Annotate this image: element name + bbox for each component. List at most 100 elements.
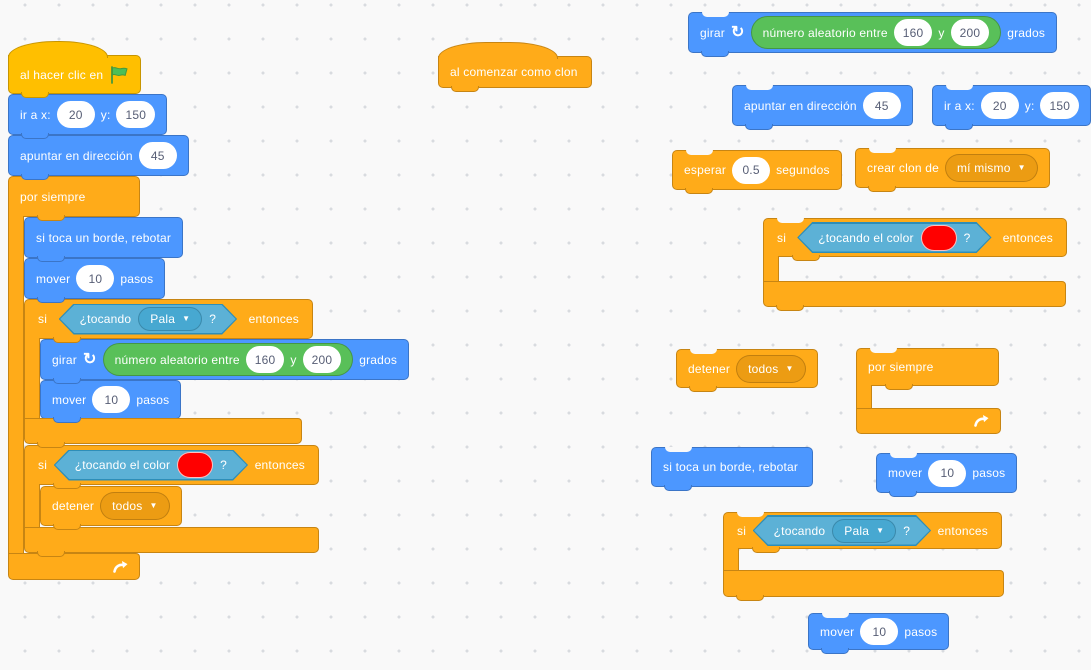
block-label: entonces xyxy=(248,312,299,326)
if-spine xyxy=(723,548,739,571)
input-random-from[interactable]: 160 xyxy=(245,346,285,373)
input-steps[interactable]: 10 xyxy=(860,618,899,645)
input-direction[interactable]: 45 xyxy=(862,92,901,119)
block-label: mover xyxy=(820,624,855,639)
input-random-to[interactable]: 200 xyxy=(950,19,990,46)
block-point-in-direction[interactable]: apuntar en dirección 45 xyxy=(8,135,189,180)
block-label: ? xyxy=(963,230,971,245)
input-wait[interactable]: 0.5 xyxy=(732,156,771,184)
block-if-on-edge-bounce[interactable]: si toca un borde, rebotar xyxy=(651,447,813,491)
boolean-touching-color[interactable]: ¿tocando el color ? xyxy=(54,450,248,481)
block-move-steps[interactable]: mover 10 pasos xyxy=(24,258,166,303)
dropdown-touching-target[interactable]: Pala ▼ xyxy=(832,518,897,543)
block-start-as-clone[interactable]: al comenzar como clon xyxy=(438,42,592,92)
block-if-touching-sprite[interactable]: si ¿tocando Pala ▼ ? entonces xyxy=(24,299,313,343)
forever-spine xyxy=(8,216,24,554)
block-label: crear clon de xyxy=(867,161,939,175)
block-label: ir a x: xyxy=(20,107,51,122)
block-label: apuntar en dirección xyxy=(20,148,133,163)
block-label: al hacer clic en xyxy=(20,67,104,82)
if-footer[interactable] xyxy=(723,570,1004,601)
dropdown-stop-option[interactable]: todos ▼ xyxy=(736,354,806,383)
input-random-from[interactable]: 160 xyxy=(893,19,933,46)
input-y[interactable]: 150 xyxy=(1040,92,1080,119)
input-y[interactable]: 150 xyxy=(116,101,156,128)
block-label: si xyxy=(38,458,48,472)
input-random-to[interactable]: 200 xyxy=(302,346,342,373)
loop-arrow-icon xyxy=(973,414,990,429)
block-label: segundos xyxy=(776,163,830,177)
dropdown-value: Pala xyxy=(844,523,870,538)
block-label: esperar xyxy=(684,163,727,177)
block-stop[interactable]: detener todos ▼ xyxy=(40,486,182,530)
block-label: al comenzar como clon xyxy=(450,65,578,79)
block-if-touching-color[interactable]: si ¿tocando el color ? entonces xyxy=(763,218,1067,261)
dropdown-value: Pala xyxy=(150,312,176,326)
if-spine xyxy=(24,338,40,419)
dropdown-stop-option[interactable]: todos ▼ xyxy=(100,492,170,520)
block-when-flag-clicked[interactable]: al hacer clic en xyxy=(7,41,142,98)
block-label: pasos xyxy=(136,392,170,407)
block-point-in-direction[interactable]: apuntar en dirección 45 xyxy=(732,85,913,130)
block-label: ¿tocando el color xyxy=(818,230,914,245)
color-swatch[interactable] xyxy=(920,224,957,251)
input-direction[interactable]: 45 xyxy=(138,142,177,169)
color-swatch[interactable] xyxy=(177,452,214,478)
block-move-steps[interactable]: mover 10 pasos xyxy=(808,613,950,654)
block-turn-random-degrees[interactable]: girar ↻ número aleatorio entre 160 y 200… xyxy=(40,339,410,384)
block-forever[interactable]: por siempre xyxy=(8,176,140,221)
block-random-between[interactable]: número aleatorio entre 160 y 200 xyxy=(750,16,1002,49)
block-random-between[interactable]: número aleatorio entre 160 y 200 xyxy=(102,343,354,376)
forever-footer[interactable] xyxy=(856,408,1001,434)
if-spine xyxy=(763,256,779,282)
boolean-touching-color[interactable]: ¿tocando el color ? xyxy=(797,222,991,253)
block-label: grados xyxy=(359,352,398,367)
block-if-on-edge-bounce[interactable]: si toca un borde, rebotar xyxy=(24,217,184,262)
block-forever[interactable]: por siempre xyxy=(856,348,999,390)
block-label: número aleatorio entre xyxy=(114,352,240,367)
block-label: ? xyxy=(209,312,217,326)
input-steps[interactable]: 10 xyxy=(76,265,115,292)
block-label: mover xyxy=(36,271,71,286)
dropdown-clone-option[interactable]: mí mismo ▼ xyxy=(944,154,1038,182)
input-steps[interactable]: 10 xyxy=(928,459,967,487)
block-move-steps[interactable]: mover 10 pasos xyxy=(40,380,182,423)
chevron-down-icon: ▼ xyxy=(149,501,158,510)
block-label: pasos xyxy=(972,466,1006,480)
block-stop[interactable]: detener todos ▼ xyxy=(676,349,818,392)
block-label: ¿tocando xyxy=(79,312,132,326)
dropdown-value: todos xyxy=(748,361,779,376)
block-wait-seconds[interactable]: esperar 0.5 segundos xyxy=(672,150,842,194)
block-go-to-xy[interactable]: ir a x: 20 y: 150 xyxy=(932,85,1091,130)
chevron-down-icon: ▼ xyxy=(182,314,191,323)
block-create-clone[interactable]: crear clon de mí mismo ▼ xyxy=(855,148,1050,192)
input-x[interactable]: 20 xyxy=(980,92,1019,119)
if-spine xyxy=(24,484,40,528)
block-if-touching-sprite[interactable]: si ¿tocando Pala ▼ ? entonces xyxy=(723,512,1002,553)
block-move-steps[interactable]: mover 10 pasos xyxy=(876,453,1018,497)
boolean-touching-sprite[interactable]: ¿tocando Pala ▼ ? xyxy=(753,515,931,546)
chevron-down-icon: ▼ xyxy=(785,363,794,373)
boolean-touching-sprite[interactable]: ¿tocando Pala ▼ ? xyxy=(59,304,237,335)
block-if-touching-color[interactable]: si ¿tocando el color ? entonces xyxy=(24,445,319,489)
block-label: detener xyxy=(52,499,95,513)
forever-footer[interactable] xyxy=(8,553,140,580)
dropdown-touching-target[interactable]: Pala ▼ xyxy=(138,307,203,331)
block-label: girar xyxy=(52,352,78,367)
block-turn-random-degrees[interactable]: girar ↻ número aleatorio entre 160 y 200… xyxy=(688,12,1058,57)
if-footer[interactable] xyxy=(24,527,319,557)
block-label: mover xyxy=(52,392,87,407)
rotate-clockwise-icon: ↻ xyxy=(731,23,745,41)
block-label: entonces xyxy=(254,458,305,472)
block-label: ir a x: xyxy=(944,98,975,113)
forever-spine xyxy=(856,385,872,409)
hexagon-fill xyxy=(55,451,246,479)
block-label: si xyxy=(737,523,747,538)
block-label: si toca un borde, rebotar xyxy=(663,460,799,474)
input-x[interactable]: 20 xyxy=(56,101,95,128)
if-footer[interactable] xyxy=(763,281,1066,311)
hexagon-fill xyxy=(799,224,990,252)
input-steps[interactable]: 10 xyxy=(92,386,131,413)
block-go-to-xy[interactable]: ir a x: 20 y: 150 xyxy=(8,94,168,139)
